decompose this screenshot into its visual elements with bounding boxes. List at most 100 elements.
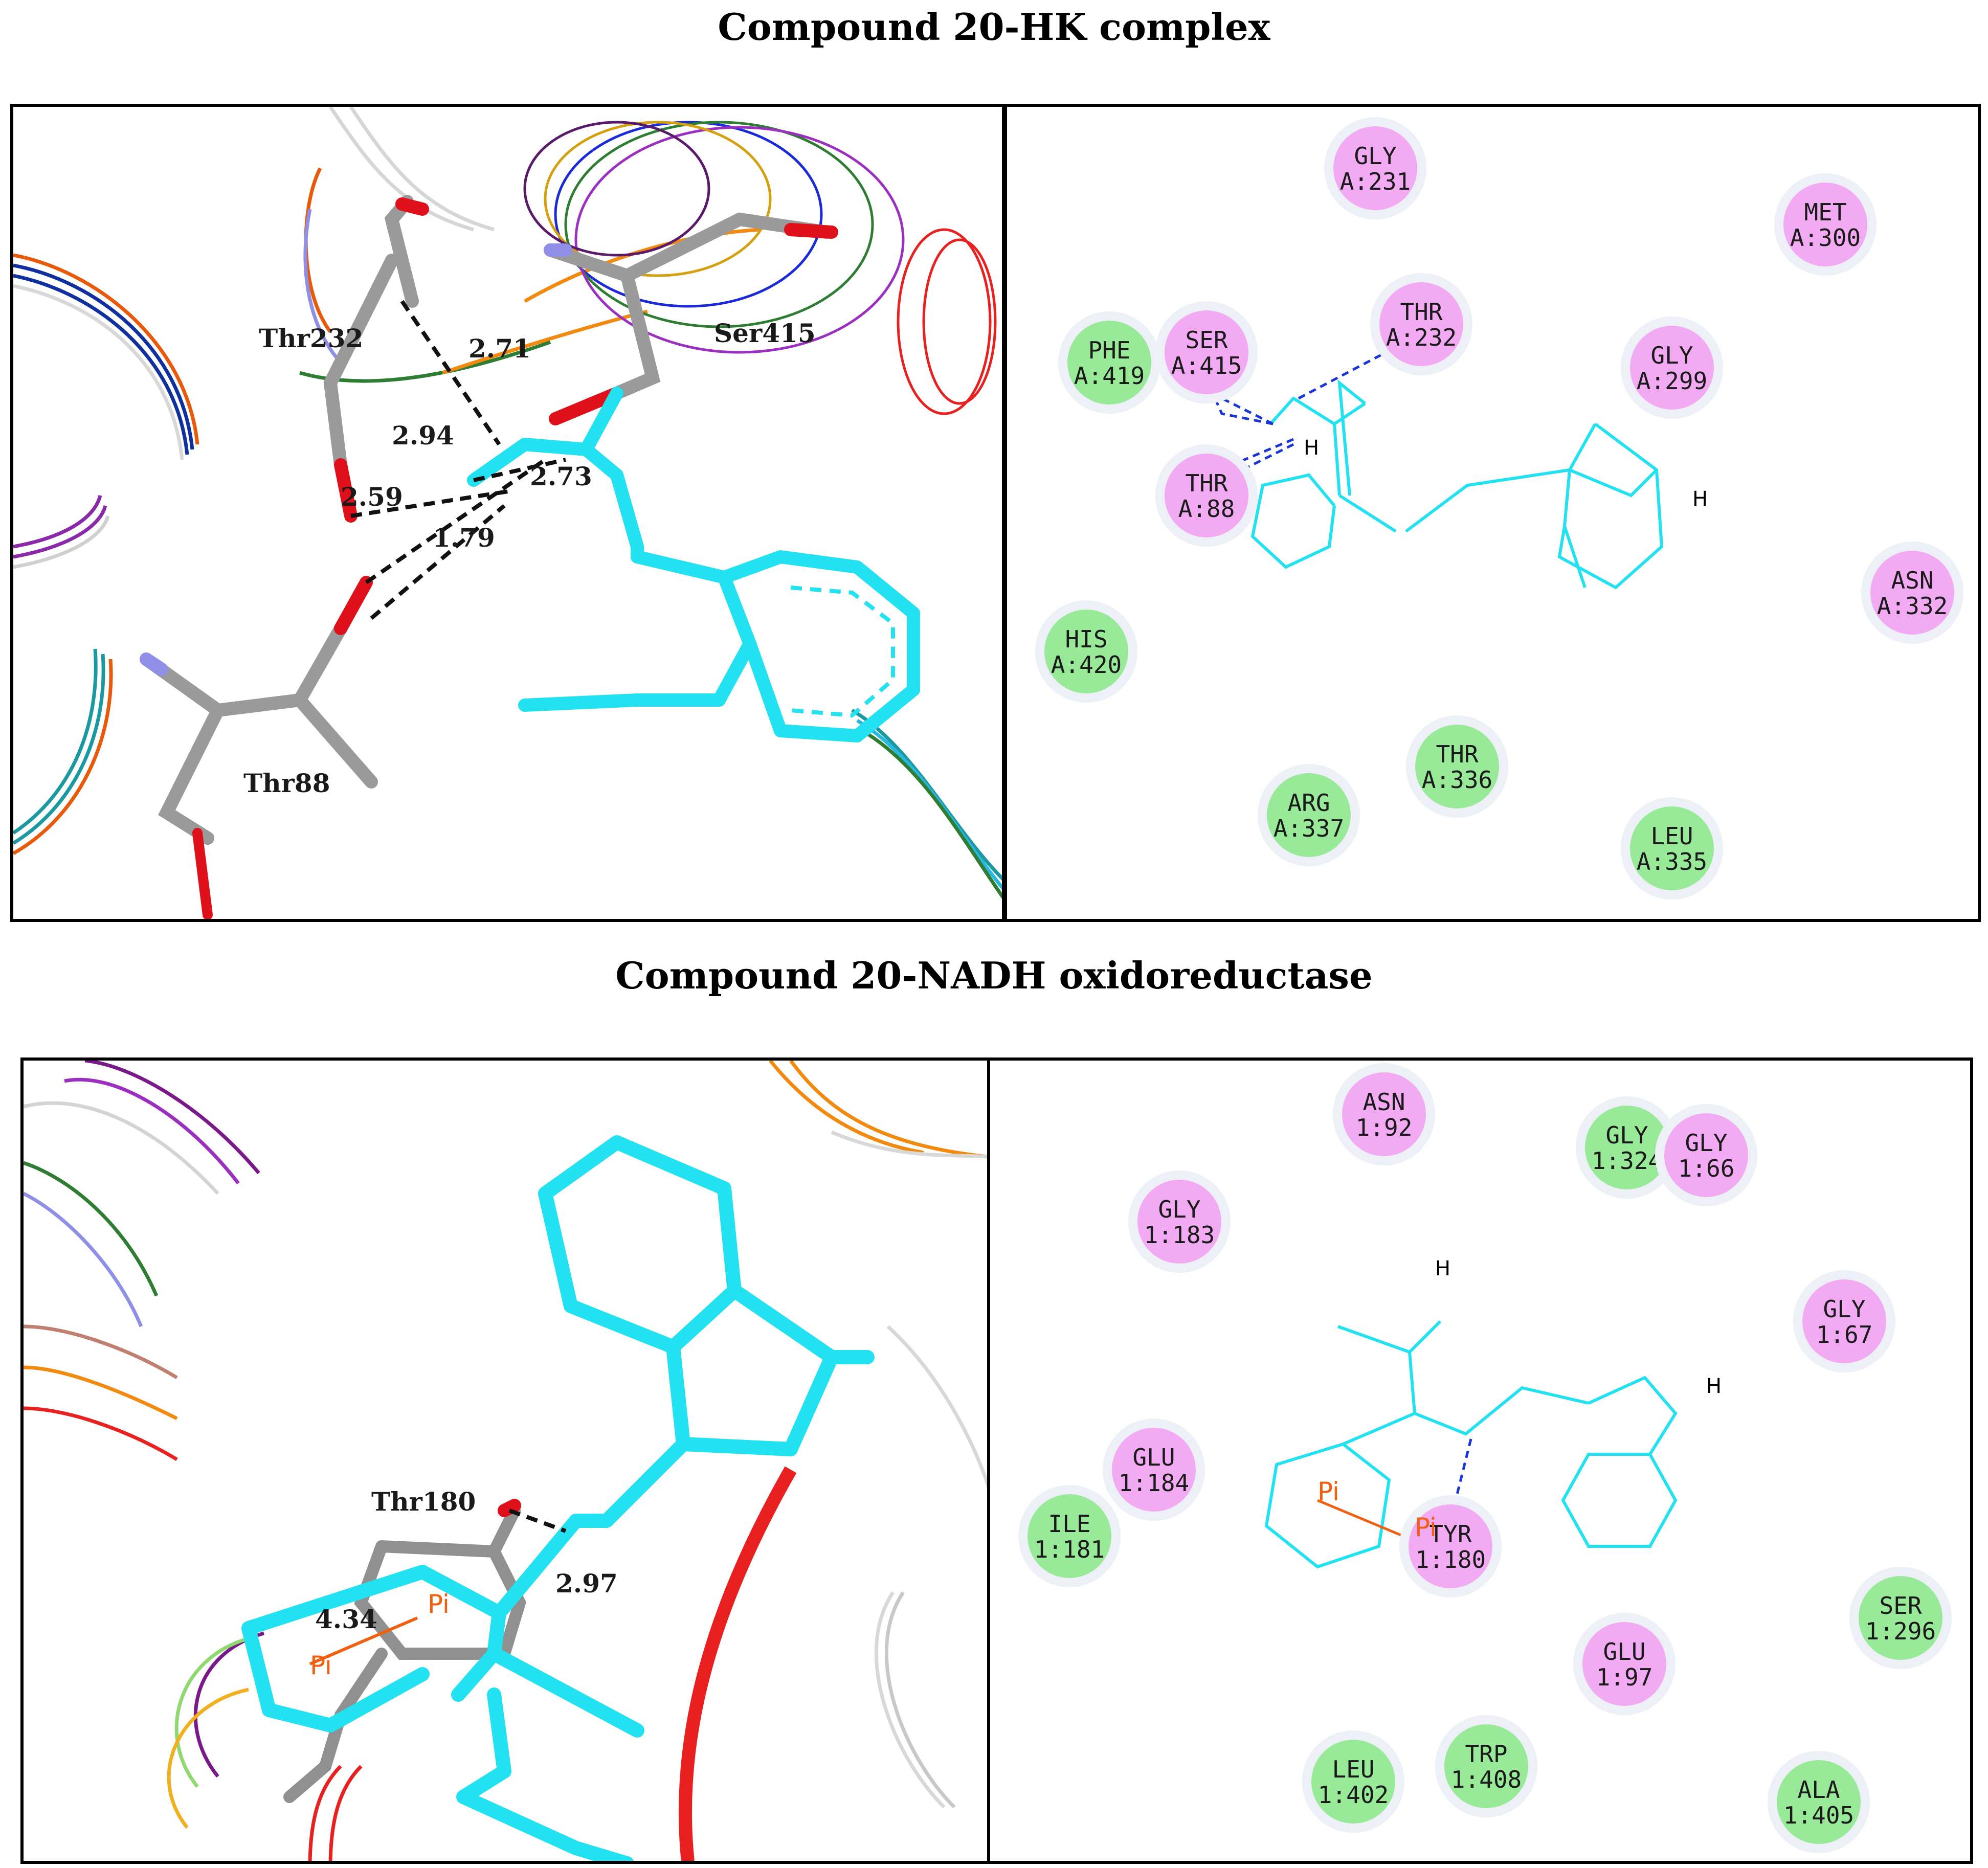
hk-residue-name: GLY xyxy=(1354,142,1396,170)
nadh-residue-name: GLU xyxy=(1132,1444,1175,1471)
hk-residue-circle xyxy=(1165,454,1248,537)
hk-residue-circle xyxy=(1415,725,1499,808)
nadh-residue-name: GLY xyxy=(1823,1295,1865,1323)
nadh-residue-id: 1:181 xyxy=(1034,1536,1105,1563)
nadh-residue-id: 1:92 xyxy=(1356,1114,1413,1141)
hk-residue-name: THR xyxy=(1436,740,1478,768)
distance-label-3: 2.59 xyxy=(341,482,403,512)
pi-label-2d-2: Pi xyxy=(1415,1513,1437,1542)
hk-residue-circle xyxy=(1044,610,1128,693)
hbond-arrow-nadh xyxy=(1454,1438,1472,1501)
residue-label-ser415: Ser415 xyxy=(714,318,816,348)
nadh-residue-id: 1:408 xyxy=(1451,1766,1522,1793)
panel-3d-hk: Thr232 Ser415 Thr88 2.71 2.94 2.59 2.73 … xyxy=(10,104,1005,922)
panel-3d-nadh: Thr180 2.97 4.34 Pi Pi xyxy=(20,1057,995,1864)
hk-residue-id: A:231 xyxy=(1340,168,1411,195)
nadh-residue-circle xyxy=(1311,1740,1395,1824)
nadh-residue-name: TRP xyxy=(1465,1740,1507,1768)
nadh-residue-circle xyxy=(1859,1576,1942,1660)
ligand-sticks xyxy=(467,387,920,742)
nadh-residue-id: 1:66 xyxy=(1678,1155,1735,1182)
hbond-lines xyxy=(350,300,566,620)
nadh-residue-circle xyxy=(1585,1106,1669,1189)
nadh-residue-name: TYR xyxy=(1429,1520,1471,1548)
hk-residue-circle xyxy=(1165,310,1248,394)
atom-h-indole: H xyxy=(1692,487,1708,511)
red-strand xyxy=(678,1466,797,1861)
title-top: Compound 20-HK complex xyxy=(718,5,1270,49)
hk-3d-view: Thr232 Ser415 Thr88 2.71 2.94 2.59 2.73 … xyxy=(13,107,1002,919)
nadh-residue-circle xyxy=(1112,1428,1196,1512)
protein-ribbons-nadh xyxy=(24,1061,992,1861)
nadh-residue-name: ALA xyxy=(1797,1776,1840,1804)
hk-residue-name: PHE xyxy=(1088,336,1130,364)
nadh-residue-id: 1:402 xyxy=(1318,1781,1389,1809)
hk-residue-circle xyxy=(1333,126,1417,210)
nadh-residue-name: SER xyxy=(1879,1592,1922,1619)
hk-residue-name: THR xyxy=(1185,469,1227,497)
nadh-residue-name: GLU xyxy=(1603,1638,1645,1666)
residue-label-thr180: Thr180 xyxy=(371,1487,476,1517)
nadh-residue-circle xyxy=(1409,1504,1492,1588)
hk-residue-id: A:415 xyxy=(1171,352,1242,379)
nadh-residue-id: 1:180 xyxy=(1415,1546,1486,1573)
hk-residue-id: A:336 xyxy=(1422,766,1492,794)
pi-interaction-3d xyxy=(309,1616,418,1666)
hk-residue-name: ARG xyxy=(1287,789,1330,817)
hk-residue-id: A:419 xyxy=(1074,362,1145,390)
aromatic-dashes xyxy=(790,586,895,718)
nadh-residue-circle xyxy=(1444,1724,1528,1808)
nadh-residue-circle xyxy=(1777,1760,1861,1844)
hk-residue-circles: GLYA:231META:300THRA:232PHEA:419SERA:415… xyxy=(1035,117,1963,899)
nadh-residue-circle xyxy=(1582,1622,1666,1706)
distance-label-2: 2.94 xyxy=(392,420,454,451)
hk-residue-id: A:335 xyxy=(1637,848,1707,875)
ligand-sticks-nadh xyxy=(241,1135,875,1861)
nadh-residue-name: GLY xyxy=(1158,1196,1200,1223)
atom-h-hydroxyl: H xyxy=(1304,436,1319,460)
residue-label-thr88: Thr88 xyxy=(243,768,330,798)
residue-sticks xyxy=(140,195,838,919)
nadh-residue-id: 1:405 xyxy=(1783,1802,1854,1829)
nadh-residue-id: 1:67 xyxy=(1816,1321,1873,1348)
hk-residue-id: A:88 xyxy=(1178,495,1235,523)
nadh-residue-name: ASN xyxy=(1362,1088,1405,1116)
hk-residue-circle xyxy=(1267,773,1351,857)
nadh-residue-id: 1:324 xyxy=(1592,1147,1662,1175)
protein-ribbons xyxy=(13,107,1002,899)
hk-residue-id: A:232 xyxy=(1386,324,1457,351)
distance-label-4: 2.73 xyxy=(530,461,592,491)
hk-residue-circle xyxy=(1379,282,1463,366)
hk-residue-circle xyxy=(1630,326,1714,410)
hk-residue-name: HIS xyxy=(1065,625,1107,653)
distance-label-2-97: 2.97 xyxy=(555,1568,618,1599)
distance-label-4-34: 4.34 xyxy=(315,1604,377,1634)
hk-residue-name: LEU xyxy=(1650,822,1693,850)
nadh-residue-id: 1:183 xyxy=(1144,1221,1215,1249)
hk-2d-view: GLYA:231META:300THRA:232PHEA:419SERA:415… xyxy=(1035,117,1963,899)
hk-residue-circle xyxy=(1067,321,1151,404)
atom-h-carboxyl: H xyxy=(1435,1257,1450,1280)
nadh-residue-circle xyxy=(1137,1180,1221,1264)
ligand-2d-hk xyxy=(1250,379,1664,590)
hk-residue-id: A:332 xyxy=(1877,592,1948,620)
hk-residue-circle xyxy=(1630,806,1714,890)
nadh-residue-name: GLY xyxy=(1685,1129,1727,1157)
hk-residue-id: A:300 xyxy=(1790,224,1861,252)
pi-label-2: Pi xyxy=(310,1651,332,1680)
hk-residue-circle xyxy=(1870,551,1954,635)
nadh-residue-circle xyxy=(1664,1113,1748,1197)
pi-label-1: Pi xyxy=(428,1589,450,1619)
hbond-lines-nadh xyxy=(508,1509,567,1533)
ligand-2d-nadh xyxy=(1264,1320,1678,1569)
thr180-oxygen xyxy=(498,1499,521,1517)
hk-residue-circle xyxy=(1783,183,1867,266)
hk-residue-id: A:337 xyxy=(1274,815,1344,842)
nadh-residue-name: LEU xyxy=(1332,1756,1374,1783)
nadh-3d-view: Thr180 2.97 4.34 Pi Pi xyxy=(24,1061,992,1861)
pi-label-2d-1: Pi xyxy=(1317,1477,1339,1506)
hk-residue-name: SER xyxy=(1185,326,1227,354)
